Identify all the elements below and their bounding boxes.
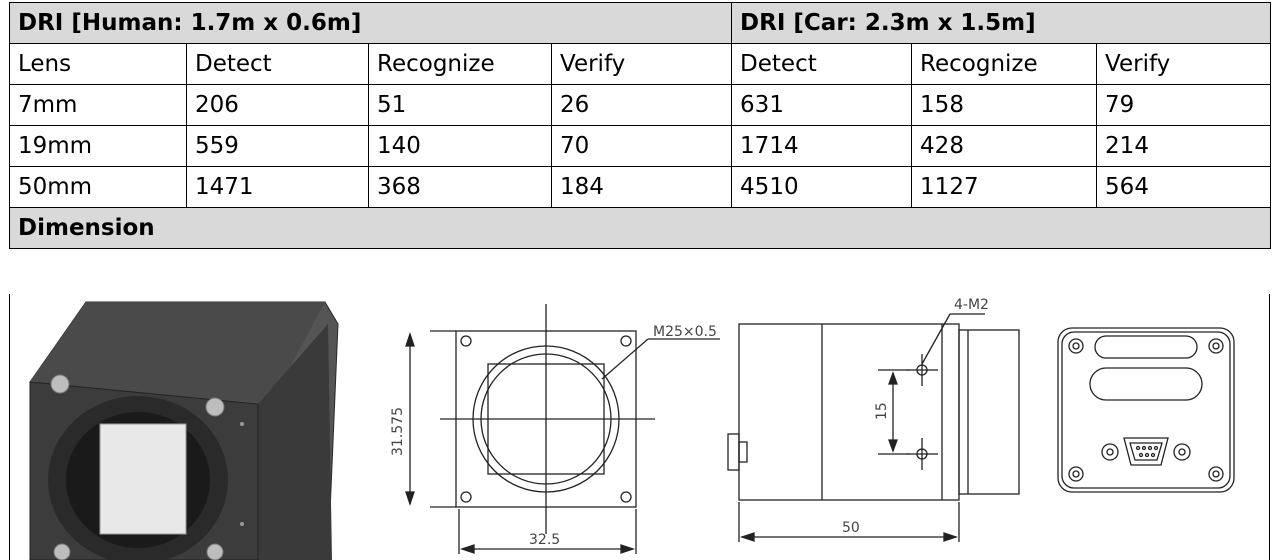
table-cell: 559 bbox=[186, 125, 369, 167]
table-cell: 1714 bbox=[731, 125, 913, 167]
table-cell: 368 bbox=[368, 166, 552, 208]
table-cell: 1471 bbox=[186, 166, 369, 208]
table-cell: 214 bbox=[1096, 125, 1272, 167]
dimension-heading: Dimension bbox=[8, 207, 1272, 249]
camera-render-image bbox=[29, 301, 339, 560]
table-cell: 70 bbox=[550, 125, 733, 167]
table-cell: 428 bbox=[911, 125, 1098, 167]
dimension-drawings: M25×0.5 31.575 32.5 bbox=[9, 294, 1270, 560]
spec-table-wrapper: DRI [Human: 1.7m x 0.6m] DRI [Car: 2.3m … bbox=[8, 2, 1272, 249]
table-cell: 184 bbox=[550, 166, 733, 208]
column-header-lens: Lens bbox=[9, 43, 187, 85]
lens-cell: 50mm bbox=[9, 166, 187, 208]
table-cell: 1127 bbox=[911, 166, 1098, 208]
table-cell: 206 bbox=[186, 84, 369, 126]
side-spacing-label: 15 bbox=[874, 402, 890, 420]
column-header-car-detect: Detect bbox=[731, 43, 913, 85]
table-cell: 631 bbox=[731, 84, 913, 126]
group-header-human: DRI [Human: 1.7m x 0.6m] bbox=[8, 2, 733, 44]
table-cell: 51 bbox=[368, 84, 552, 126]
dri-table: DRI [Human: 1.7m x 0.6m] DRI [Car: 2.3m … bbox=[8, 2, 1272, 249]
table-group-header-row: DRI [Human: 1.7m x 0.6m] DRI [Car: 2.3m … bbox=[8, 2, 1272, 44]
rear-view-drawing bbox=[1057, 327, 1235, 493]
column-header-car-verify: Verify bbox=[1096, 43, 1272, 85]
group-header-car: DRI [Car: 2.3m x 1.5m] bbox=[731, 2, 1272, 44]
column-header-human-detect: Detect bbox=[186, 43, 369, 85]
table-row: 7mm 206 51 26 631 158 79 bbox=[9, 84, 1272, 126]
side-view-drawing bbox=[727, 313, 1020, 542]
table-cell: 26 bbox=[550, 84, 733, 126]
table-column-header-row: Lens Detect Recognize Verify Detect Reco… bbox=[9, 43, 1272, 85]
front-thread-label: M25×0.5 bbox=[653, 324, 717, 340]
front-width-label: 32.5 bbox=[529, 532, 560, 548]
dimension-header-row: Dimension bbox=[8, 207, 1272, 249]
table-cell: 4510 bbox=[731, 166, 913, 208]
side-holes-label: 4-M2 bbox=[954, 297, 989, 313]
table-cell: 158 bbox=[911, 84, 1098, 126]
side-length-label: 50 bbox=[842, 520, 860, 536]
column-header-human-verify: Verify bbox=[550, 43, 733, 85]
dimension-svg: M25×0.5 31.575 32.5 bbox=[29, 297, 1235, 560]
table-cell: 140 bbox=[368, 125, 552, 167]
table-cell: 79 bbox=[1096, 84, 1272, 126]
table-row: 19mm 559 140 70 1714 428 214 bbox=[9, 125, 1272, 167]
table-row: 50mm 1471 368 184 4510 1127 564 bbox=[9, 166, 1272, 208]
column-header-car-recognize: Recognize bbox=[911, 43, 1098, 85]
column-header-human-recognize: Recognize bbox=[368, 43, 552, 85]
lens-cell: 7mm bbox=[9, 84, 187, 126]
table-cell: 564 bbox=[1096, 166, 1272, 208]
front-view-drawing bbox=[405, 304, 720, 554]
lens-cell: 19mm bbox=[9, 125, 187, 167]
front-height-label: 31.575 bbox=[390, 407, 406, 456]
